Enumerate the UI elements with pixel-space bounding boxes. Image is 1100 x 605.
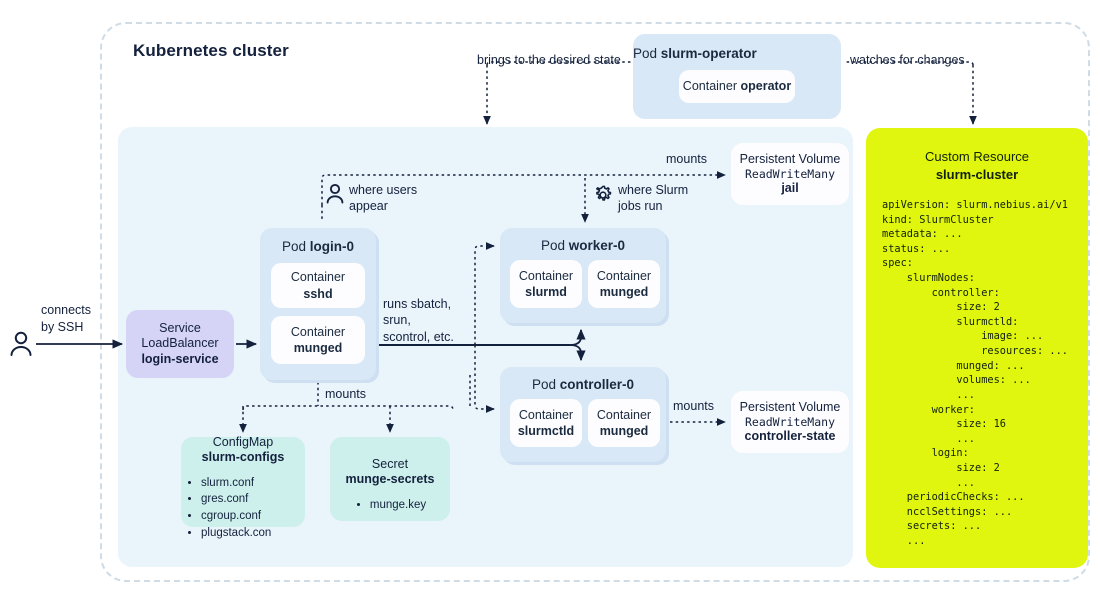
persistent-volume-controller-state[interactable]: Persistent Volume ReadWriteMany controll… xyxy=(731,391,849,453)
service-kind: Service xyxy=(159,321,201,336)
label-mounts-configs: mounts xyxy=(325,387,366,401)
cluster-title: Kubernetes cluster xyxy=(133,41,289,60)
container-slurmctld-name: slurmctld xyxy=(517,424,575,438)
pod-login-name: login-0 xyxy=(309,239,355,254)
container-label: Container xyxy=(290,324,346,339)
label-where-slurm-jobs-run: where Slurm jobs run xyxy=(618,183,689,214)
pod-label: Pod xyxy=(531,377,560,392)
custom-resource-header: Custom Resource slurm-cluster xyxy=(866,148,1088,183)
label-watches-for-changes: watches for changes xyxy=(850,53,965,67)
pod-login-0[interactable]: Pod login-0 Container sshd Container mun… xyxy=(260,228,376,380)
label-mounts-jail: mounts xyxy=(666,152,707,166)
secret-items: munge.key xyxy=(354,497,426,514)
custom-resource-kind: Custom Resource xyxy=(924,149,1030,164)
gear-icon xyxy=(596,185,612,201)
configmap-header: ConfigMap slurm-configs xyxy=(202,435,285,466)
person-icon xyxy=(10,331,32,356)
container-slurmctld[interactable]: Container slurmctld xyxy=(510,399,582,447)
pv-access-mode: ReadWriteMany xyxy=(744,166,835,181)
label-brings-to-desired-state: brings to the desired state xyxy=(477,53,621,67)
list-item: plugstack.con xyxy=(201,525,271,542)
secret-header: Secret munge-secrets xyxy=(346,457,435,488)
pod-label: Pod xyxy=(540,238,569,253)
list-item: gres.conf xyxy=(201,491,271,508)
custom-resource-slurm-cluster[interactable]: Custom Resource slurm-cluster apiVersion… xyxy=(866,128,1088,568)
pv-access-mode: ReadWriteMany xyxy=(744,414,835,429)
pv-jail-name: jail xyxy=(781,181,799,195)
pod-worker-name: worker-0 xyxy=(568,238,626,253)
container-label: Container xyxy=(596,268,652,283)
container-label: Container xyxy=(518,407,574,422)
container-sshd-name: sshd xyxy=(303,286,333,301)
pod-operator-name: slurm-operator xyxy=(660,46,757,61)
person-small-icon xyxy=(326,183,344,204)
persistent-volume-jail[interactable]: Persistent Volume ReadWriteMany jail xyxy=(731,143,849,205)
container-operator[interactable]: Container operator xyxy=(679,70,795,103)
pv-kind: Persistent Volume xyxy=(739,151,841,166)
list-item: slurm.conf xyxy=(201,475,271,492)
container-label: Container xyxy=(518,268,574,283)
pod-login-title: Pod login-0 xyxy=(260,239,376,255)
pod-label: Pod xyxy=(633,46,661,61)
container-sshd[interactable]: Container sshd xyxy=(271,263,365,308)
secret-name: munge-secrets xyxy=(345,472,435,487)
container-munged-controller[interactable]: Container munged xyxy=(588,399,660,447)
pv-controller-state-name: controller-state xyxy=(744,429,836,443)
label-mounts-controller-state: mounts xyxy=(673,399,714,413)
label-connects-by-ssh: connects by SSH xyxy=(41,303,92,334)
pod-controller-title: Pod controller-0 xyxy=(500,377,666,393)
configmap-slurm-configs[interactable]: ConfigMap slurm-configs slurm.conf gres.… xyxy=(181,435,305,539)
container-label: Container xyxy=(682,79,741,94)
container-slurmd-name: slurmd xyxy=(525,285,567,299)
label-runs-commands: runs sbatch, srun, scontrol, etc. xyxy=(383,297,454,344)
pod-slurm-operator[interactable]: Pod slurm-operator Container operator xyxy=(633,34,841,119)
custom-resource-name: slurm-cluster xyxy=(935,166,1019,182)
pod-label: Pod xyxy=(281,239,310,254)
pod-controller-name: controller-0 xyxy=(559,377,635,392)
configmap-name: slurm-configs xyxy=(201,450,285,465)
container-munged-name: munged xyxy=(599,424,649,438)
list-item: munge.key xyxy=(370,497,426,514)
container-munged-login[interactable]: Container munged xyxy=(271,316,365,364)
label-where-users-appear: where users appear xyxy=(349,183,418,214)
container-munged-name: munged xyxy=(599,285,649,299)
pod-controller-0[interactable]: Pod controller-0 Container slurmctld Con… xyxy=(500,367,666,462)
container-label: Container xyxy=(290,270,346,285)
secret-munge-secrets[interactable]: Secret munge-secrets munge.key xyxy=(330,437,450,521)
pod-worker-title: Pod worker-0 xyxy=(500,238,666,254)
container-slurmd[interactable]: Container slurmd xyxy=(510,260,582,308)
configmap-items: slurm.conf gres.conf cgroup.conf plugsta… xyxy=(181,475,271,542)
container-munged-name: munged xyxy=(293,341,343,355)
service-loadbalancer-login-service[interactable]: Service LoadBalancer login-service xyxy=(126,310,234,378)
container-munged-worker[interactable]: Container munged xyxy=(588,260,660,308)
pod-worker-0[interactable]: Pod worker-0 Container slurmd Container … xyxy=(500,228,666,323)
container-label: Container xyxy=(596,407,652,422)
custom-resource-yaml: apiVersion: slurm.nebius.ai/v1 kind: Slu… xyxy=(882,199,1068,548)
pv-kind: Persistent Volume xyxy=(739,399,841,414)
configmap-kind: ConfigMap xyxy=(212,434,274,449)
pod-operator-title: Pod slurm-operator xyxy=(633,46,841,61)
service-name: login-service xyxy=(141,351,219,366)
secret-kind: Secret xyxy=(371,456,409,471)
service-type: LoadBalancer xyxy=(141,336,219,351)
container-operator-name: operator xyxy=(740,79,792,94)
list-item: cgroup.conf xyxy=(201,508,271,525)
